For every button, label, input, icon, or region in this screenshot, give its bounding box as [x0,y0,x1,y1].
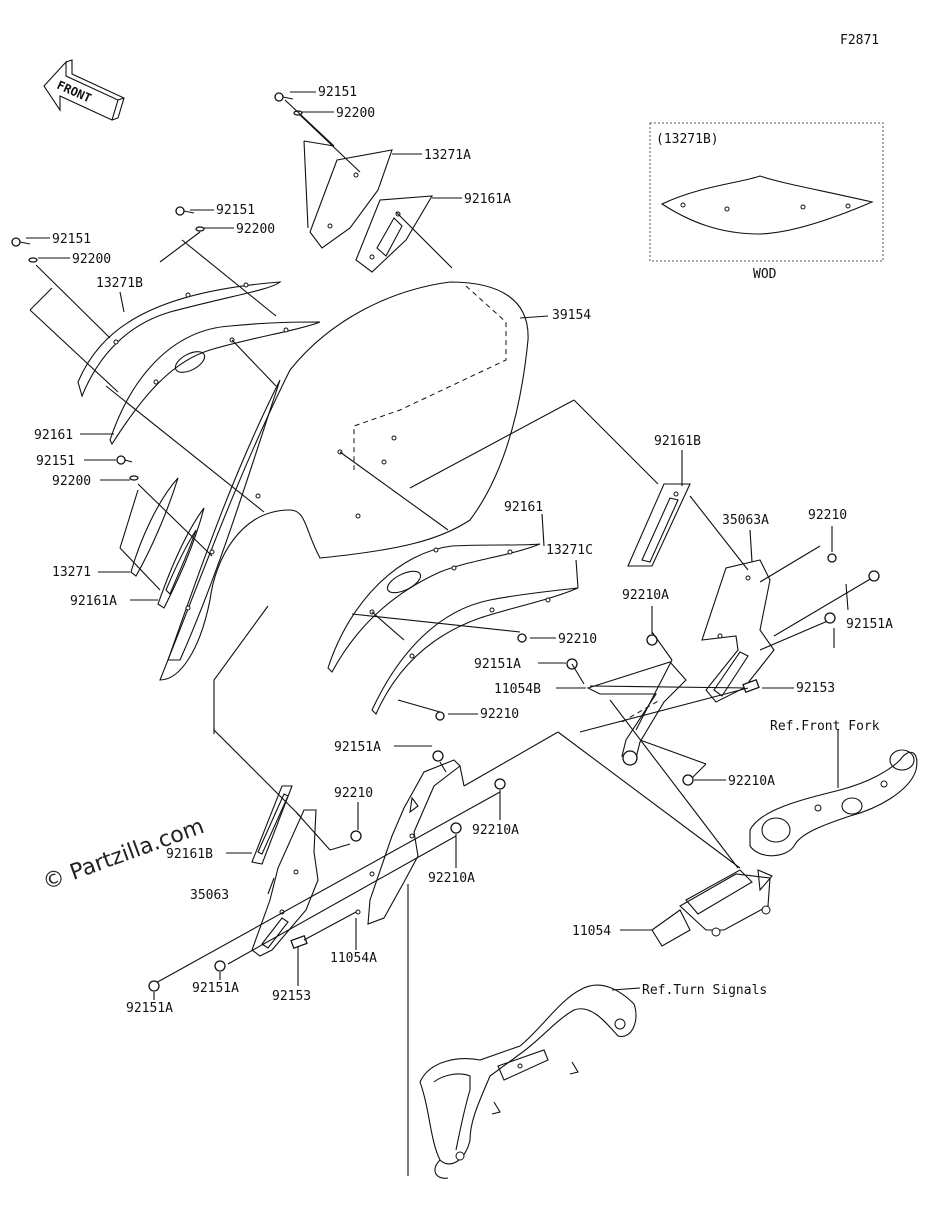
windshield-plate-13271a [274,92,453,273]
callout-label: 92200 [336,106,375,121]
callout-label: 92161A [70,594,117,609]
callout-label: 35063 [190,888,229,903]
callout-label: 92210A [728,774,775,789]
bracket-11054a [148,731,741,1176]
callout-label: 92210 [334,786,373,801]
callout-label: 13271A [424,148,471,163]
callout-label: 92151A [192,981,239,996]
callout-label: 11054 [572,924,611,939]
callout-label: 11054A [330,951,377,966]
callout-label: 13271 [52,565,91,580]
bracket-11054b [586,631,739,869]
callout-label: 92200 [236,222,275,237]
callout-label: 92161B [654,434,701,449]
front-arrow-icon: FRONT [43,59,125,121]
callout-label: 13271C [546,543,593,558]
bracket-35063a [566,450,880,703]
windshield-plate-13271 [116,455,213,609]
callout-label: 11054B [494,682,541,697]
callout-labels: 92151 92200 13271A 92161A 92151 92200 92… [34,85,893,1016]
callout-label: 92200 [72,252,111,267]
callout-label: 92210A [472,823,519,838]
callout-label: 39154 [552,308,591,323]
callout-label: 92151A [474,657,521,672]
callout-label: Ref.Front Fork [770,719,880,734]
callout-label: 92210A [622,588,669,603]
windshield-plate-13271c [327,543,579,721]
figure-id: F2871 [840,33,879,48]
callout-label: 92161A [464,192,511,207]
callout-label: Ref.Turn Signals [642,983,767,998]
bracket-35063 [213,605,351,957]
turn-signal-bracket-reference [419,984,641,1179]
callout-label: 92151A [334,740,381,755]
callout-label: 92151A [126,1001,173,1016]
callout-label: 92151 [36,454,75,469]
callout-label: 92200 [52,474,91,489]
callout-label: 92161B [166,847,213,862]
callout-label: 35063A [722,513,769,528]
front-label: FRONT [55,78,94,105]
front-fork-reference [749,730,918,857]
variant-box-caption: WOD [753,267,777,282]
windshield-plate-13271b [11,206,321,513]
callout-label: 13271B [96,276,143,291]
leader-lines [26,91,849,1000]
callout-label: 92161 [34,428,73,443]
callout-label: 92151 [216,203,255,218]
callout-label: 92151A [846,617,893,632]
mount-11054 [579,687,773,947]
windshield-39154 [159,281,659,681]
variant-box-label: (13271B) [656,132,719,147]
callout-label: 92153 [272,989,311,1004]
callout-label: 92210 [480,707,519,722]
variant-box: (13271B) WOD [649,122,884,282]
callout-label: 92151 [52,232,91,247]
callout-label: 92210 [558,632,597,647]
callout-label: 92151 [318,85,357,100]
callout-label: 92153 [796,681,835,696]
callout-label: 92210A [428,871,475,886]
callout-label: 92210 [808,508,847,523]
callout-label: 92161 [504,500,543,515]
